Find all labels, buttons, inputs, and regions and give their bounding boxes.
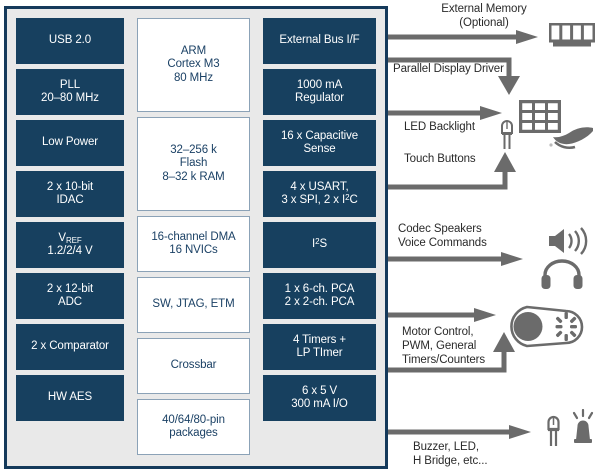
label-led-backlight: LED Backlight — [404, 121, 475, 133]
led-icon — [498, 119, 516, 150]
block-line: ADC — [58, 296, 82, 308]
block-line: Flash — [179, 157, 208, 170]
block-line: 16 NVICs — [169, 244, 218, 256]
block-line: LP TImer — [296, 347, 343, 359]
label-external-memory: External Memory (Optional) — [441, 3, 527, 29]
label-motor-control: Motor Control, PWM, General Timers/Count… — [402, 326, 486, 366]
block-line: 20–80 MHz — [41, 92, 99, 104]
label-codec-speakers: Codec Speakers Voice Commands — [398, 223, 487, 249]
block-line: Low Power — [42, 136, 98, 149]
block-right-column-6: 4 Timers +LP TImer — [263, 324, 376, 370]
ram-module-icon — [549, 23, 595, 49]
connector-buzzer-led — [388, 425, 538, 439]
connector-codec-speakers — [388, 252, 538, 266]
block-right-column-0: External Bus I/F — [263, 18, 376, 64]
label-parallel-display-driver: Parallel Display Driver — [393, 63, 504, 75]
connector-motor-in — [388, 325, 528, 373]
connector-external-memory — [388, 30, 548, 44]
block-line: 2 x 2-ch. PCA — [284, 296, 355, 308]
connector-touch-buttons — [388, 148, 528, 190]
block-middle-column-3: SW, JTAG, ETM — [137, 277, 250, 333]
block-line: 80 MHz — [173, 71, 214, 84]
block-line: HW AES — [47, 391, 93, 404]
block-line: 32–256 k — [170, 143, 217, 156]
connector-motor-out — [388, 308, 518, 322]
block-line: External Bus I/F — [279, 34, 360, 47]
block-left-column-2: Low Power — [16, 120, 124, 166]
block-line: PLL — [59, 78, 81, 91]
block-line: 16 x Capacitive — [280, 129, 359, 142]
speaker-icon — [546, 227, 590, 255]
block-line: VREF — [58, 231, 82, 245]
block-line: I2S — [311, 237, 328, 251]
connector-parallel-display — [388, 57, 548, 95]
hand-touch-icon — [543, 125, 595, 151]
display-grid-icon — [519, 100, 561, 133]
block-line: 4 Timers + — [292, 333, 346, 346]
block-right-column-4: I2S — [263, 222, 376, 268]
headphones-icon — [540, 258, 584, 290]
block-line: IDAC — [56, 194, 84, 206]
block-line: Crossbar — [170, 359, 217, 372]
block-line: 300 mA I/O — [291, 398, 348, 410]
connector-led-backlight — [388, 106, 518, 120]
block-line: 1000 mA — [296, 78, 343, 91]
block-line: 8–32 k RAM — [162, 170, 225, 183]
block-left-column-7: HW AES — [16, 375, 124, 421]
block-line: 2 x 10-bit — [46, 180, 94, 193]
block-middle-column-4: Crossbar — [137, 338, 250, 394]
block-line: 2 x Comparator — [31, 340, 109, 353]
block-line: Regulator — [295, 92, 344, 104]
block-line: 3 x SPI, 2 x I2C — [281, 193, 358, 206]
block-line: USB 2.0 — [48, 34, 92, 47]
block-line: SW, JTAG, ETM — [152, 298, 235, 311]
block-left-column-6: 2 x Comparator — [16, 324, 124, 370]
block-right-column-3: 4 x USART,3 x SPI, 2 x I2C — [263, 171, 376, 217]
block-line: Cortex M3 — [167, 58, 220, 71]
block-line: 4 x USART, — [290, 180, 349, 193]
label-buzzer-led: Buzzer, LED, H Bridge, etc... — [413, 441, 488, 467]
block-line: packages — [169, 427, 218, 439]
block-line: 6 x 5 V — [301, 384, 338, 397]
block-line: 1.2/2/4 V — [47, 245, 93, 257]
block-line: 1 x 6-ch. PCA — [284, 282, 355, 295]
block-line: 40/64/80-pin — [162, 413, 225, 426]
block-left-column-0: USB 2.0 — [16, 18, 124, 64]
block-line: 16-channel DMA — [151, 230, 236, 243]
buzzer-beacon-icon — [570, 409, 596, 445]
block-line: ARM — [180, 44, 207, 57]
label-touch-buttons: Touch Buttons — [404, 153, 476, 165]
block-line: 2 x 12-bit — [46, 282, 94, 295]
block-line: Sense — [303, 143, 336, 155]
motor-icon — [506, 305, 588, 348]
buzzer-led-indicator-icon — [545, 413, 562, 447]
